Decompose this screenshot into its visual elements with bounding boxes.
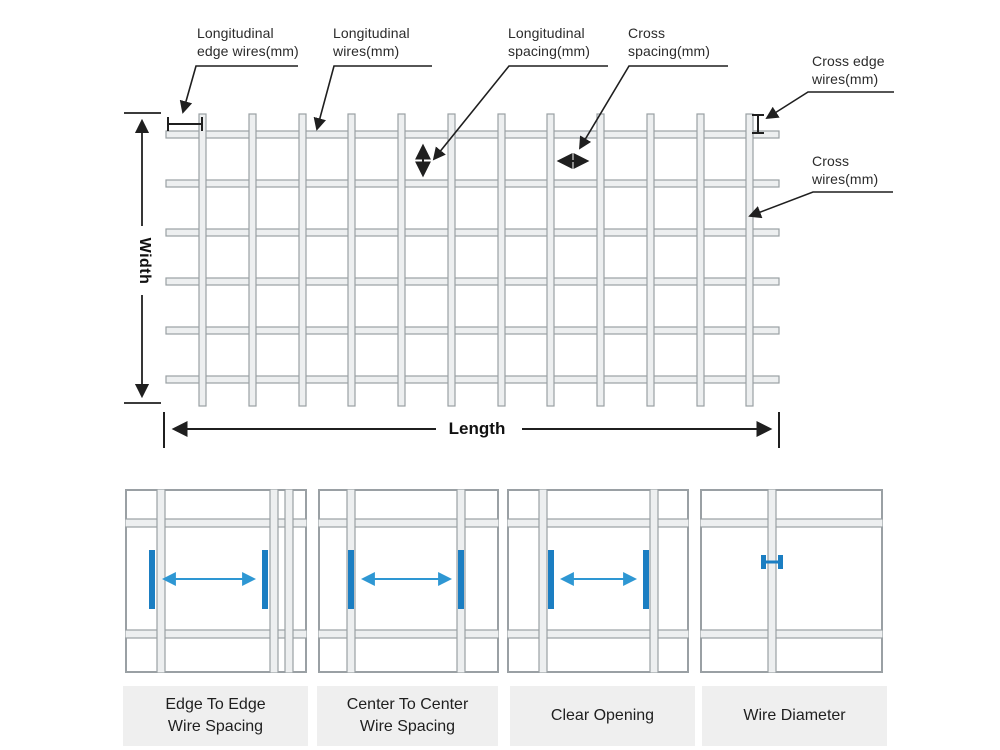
measure-bar [458, 550, 464, 609]
longitudinal-wire [447, 113, 456, 407]
panel-cross-wire [507, 518, 689, 528]
panel-canvas [507, 489, 689, 673]
leader-longitudinal-spacing [432, 65, 608, 161]
longitudinal-wire [347, 113, 356, 407]
panel-longitudinal-wire [284, 489, 294, 673]
panel-cross-wire [507, 629, 689, 639]
measure-bar [262, 550, 268, 609]
panel-cross-wire [318, 629, 499, 639]
panel-cross-wire [700, 629, 883, 639]
panel-edge-to-edge [125, 489, 307, 673]
leader-longitudinal-wires [313, 65, 432, 131]
mesh-grid [165, 113, 780, 407]
longitudinal-wire [298, 113, 307, 407]
panel-border [700, 489, 883, 673]
label-longitudinal-edge-wires: Longitudinal edge wires(mm) [197, 25, 299, 60]
panel-longitudinal-wire [767, 489, 777, 673]
leader-cross-spacing [579, 65, 728, 150]
label-longitudinal-spacing: Longitudinal spacing(mm) [508, 25, 591, 60]
diameter-connector [763, 560, 781, 564]
panel-center-to-center [318, 489, 499, 673]
label-cross-edge-wires: Cross edge wires(mm) [812, 53, 885, 88]
width-dimension [124, 112, 161, 404]
cross-edge-ibeam [752, 114, 764, 134]
longitudinal-wire [397, 113, 406, 407]
longitudinal-wire [646, 113, 655, 407]
measure-bar [643, 550, 649, 609]
leader-longitudinal-edge-wires [179, 65, 298, 114]
panel-wire-diameter [700, 489, 883, 673]
panel-canvas [125, 489, 307, 673]
longitudinal-edge-bracket [167, 117, 203, 131]
panel-longitudinal-wire [649, 489, 659, 673]
width-dimension-label: Width [136, 237, 153, 285]
mesh-diagram-canvas [124, 65, 894, 448]
measure-bar [348, 550, 354, 609]
panel-cross-wire [700, 518, 883, 528]
cross-wire [165, 375, 780, 384]
label-longitudinal-wires: Longitudinal wires(mm) [333, 25, 410, 60]
panel-canvas [318, 489, 499, 673]
length-dimension [163, 412, 780, 448]
measure-bar [548, 550, 554, 609]
cross-wire [165, 228, 780, 237]
panel-cross-wire [125, 518, 307, 528]
panel-longitudinal-wire [538, 489, 548, 673]
dimension-markers [167, 114, 764, 178]
cross-wire [165, 277, 780, 286]
leader-cross-edge-wires [765, 91, 894, 120]
panel-longitudinal-wire [269, 489, 279, 673]
caption-center-to-center: Center To Center Wire Spacing [317, 686, 498, 746]
cross-wire [165, 326, 780, 335]
longitudinal-wire [596, 113, 605, 407]
longitudinal-wire [248, 113, 257, 407]
cross-wire [165, 130, 780, 139]
longitudinal-wire [745, 113, 754, 407]
longitudinal-wire [546, 113, 555, 407]
panel-clear-opening [507, 489, 689, 673]
panel-canvas [700, 489, 883, 673]
caption-edge-to-edge: Edge To Edge Wire Spacing [123, 686, 308, 746]
panel-border [318, 489, 499, 673]
length-dimension-label: Length [448, 419, 506, 438]
caption-wire-diameter: Wire Diameter [702, 686, 887, 746]
label-cross-wires: Cross wires(mm) [812, 153, 879, 188]
label-cross-spacing: Cross spacing(mm) [628, 25, 711, 60]
panel-longitudinal-wire [156, 489, 166, 673]
measure-bar [149, 550, 155, 609]
longitudinal-wire [198, 113, 207, 407]
longitudinal-wire [497, 113, 506, 407]
caption-clear-opening: Clear Opening [510, 686, 695, 746]
longitudinal-wire [696, 113, 705, 407]
cross-wire [165, 179, 780, 188]
panel-cross-wire [125, 629, 307, 639]
leader-lines [179, 65, 894, 219]
panel-cross-wire [318, 518, 499, 528]
leader-cross-wires [748, 191, 893, 219]
panel-border [507, 489, 689, 673]
